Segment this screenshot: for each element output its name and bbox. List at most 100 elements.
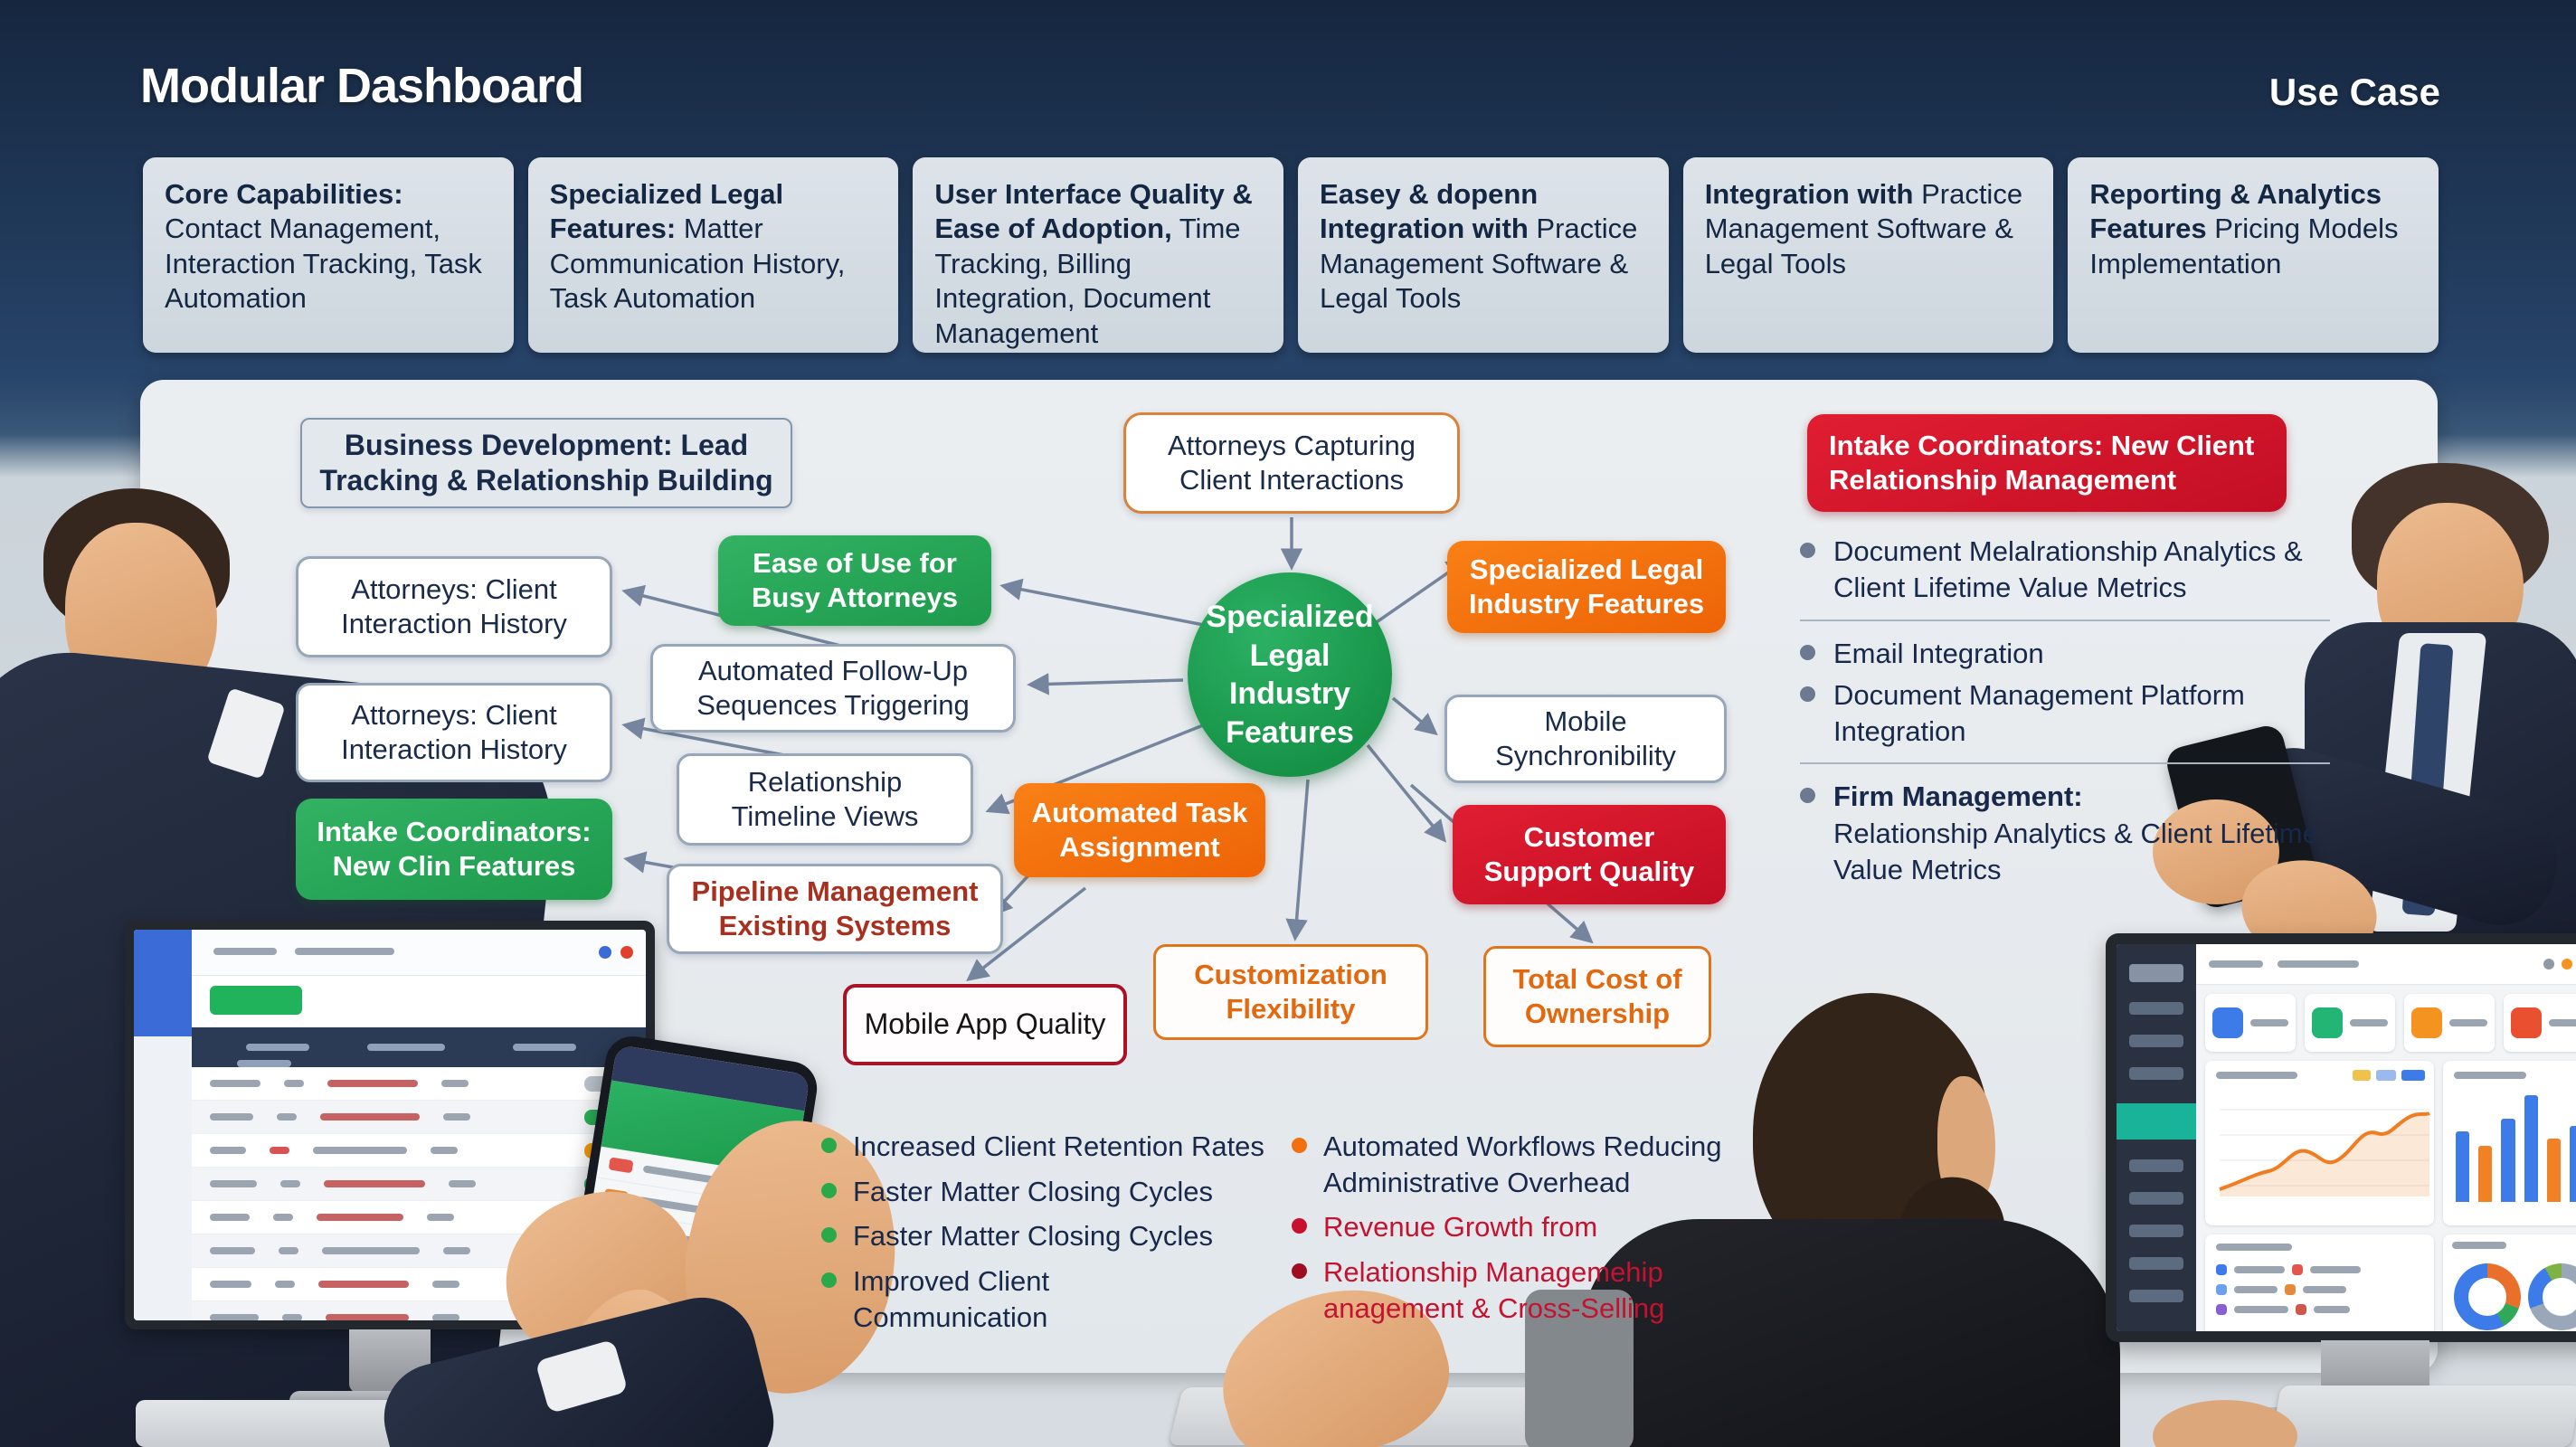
benefit-text: Revenue Growth from <box>1323 1211 1598 1244</box>
right-bullet-list: Document Melalrationship Analytics & Cli… <box>1800 534 2352 901</box>
node-attorneys-history-2[interactable]: Attorneys: Client Interaction History <box>296 683 612 782</box>
benefit-text: Increased Client Retention Rates <box>853 1130 1264 1162</box>
benefit-text: Automated Workflows Reducing Administrat… <box>1323 1130 1722 1198</box>
list-item-text: Document Management Platform Integration <box>1833 678 2245 748</box>
benefit-item: Improved Client Communication <box>821 1263 1147 1335</box>
benefit-item: Relationship Managemehip anagement & Cro… <box>1292 1254 1753 1326</box>
kpi-icon-blue <box>2212 1007 2243 1038</box>
bullet-icon <box>821 1272 837 1289</box>
node-intake-coordinators-green[interactable]: Intake Coordinators: New Clin Features <box>296 799 612 900</box>
node-customer-support[interactable]: Customer Support Quality <box>1453 805 1726 904</box>
bullet-icon <box>821 1227 837 1244</box>
feature-box-body: Pricing Models Implementation <box>2089 213 2399 279</box>
node-pipeline-management[interactable]: Pipeline Management Existing Systems <box>667 864 1003 954</box>
list-item-bold: Firm Management: <box>1833 780 2083 813</box>
kpi-icon-red <box>2511 1007 2542 1038</box>
bullet-icon <box>1292 1138 1307 1153</box>
benefit-item: Faster Matter Closing Cycles <box>821 1218 1301 1254</box>
feature-box-ui-quality: User Interface Quality & Ease of Adoptio… <box>913 157 1284 353</box>
kpi-icon-green <box>2312 1007 2343 1038</box>
node-intake-coordinators-red[interactable]: Intake Coordinators: New Client Relation… <box>1807 414 2287 512</box>
left-keyboard <box>136 1400 425 1447</box>
node-attorneys-history-1[interactable]: Attorneys: Client Interaction History <box>296 556 612 657</box>
left-screen-table-header <box>192 1027 646 1067</box>
dashboard-topbar <box>2196 944 2576 985</box>
left-monitor <box>125 921 655 1329</box>
benefits-list-left: Increased Client Retention Rates Faster … <box>821 1129 1301 1344</box>
feature-box-title: User Interface Quality & Ease of Adoptio… <box>934 178 1253 245</box>
benefit-item: Automated Workflows Reducing Administrat… <box>1292 1129 1753 1200</box>
node-automated-task[interactable]: Automated Task Assignment <box>1014 783 1265 877</box>
benefit-item: Faster Matter Closing Cycles <box>821 1174 1301 1210</box>
list-divider <box>1800 762 2330 765</box>
list-item-text: Email Integration <box>1833 637 2044 669</box>
feature-box-body: Contact Management, Interaction Tracking… <box>165 213 482 315</box>
feature-box-integration-practice: Integration with Practice Management Sof… <box>1682 157 2054 353</box>
feature-box-easy-integration: Easey & dopenn Integration with Practice… <box>1298 157 1669 353</box>
bullet-icon <box>1800 686 1815 702</box>
left-screen-sidebar <box>134 930 192 1320</box>
left-screen-green-button <box>210 986 302 1015</box>
feature-box-title: Easey & dopenn Integration with <box>1320 178 1539 245</box>
benefit-text: Relationship Managemehip anagement & Cro… <box>1323 1256 1665 1324</box>
node-attorneys-capturing[interactable]: Attorneys Capturing Client Interactions <box>1123 412 1460 514</box>
area-chart <box>2219 1109 2430 1196</box>
right-monitor <box>2106 933 2576 1342</box>
node-center-circle[interactable]: Specialized Legal Industry Features <box>1188 572 1392 777</box>
feature-box-title: Specialized Legal Features: <box>549 178 784 245</box>
node-business-development[interactable]: Business Development: Lead Tracking & Re… <box>300 418 792 508</box>
benefit-text: Improved Client Communication <box>853 1265 1050 1333</box>
dashboard-chart-row <box>2196 1061 2576 1225</box>
feature-box-body: Matter Communication History, Task Autom… <box>549 213 846 315</box>
bar-chart <box>2456 1093 2576 1202</box>
corner-label: Use Case <box>2268 71 2440 113</box>
list-item: Firm Management: Relationship Analytics &… <box>1800 779 2352 888</box>
list-item-rest: Relationship Analytics & Client Lifetime… <box>1833 817 2318 886</box>
feature-box-core-capabilities: Core Capabilities: Contact Management, I… <box>143 157 514 353</box>
list-item-text: Firm Management: Relationship Analytics &… <box>1833 779 2352 888</box>
list-item: Document Management Platform Integration <box>1800 677 2352 751</box>
benefit-item: Revenue Growth from <box>1292 1209 1753 1245</box>
feature-box-body: Practice Management Software & Legal Too… <box>1704 178 2023 279</box>
list-item: Email Integration <box>1800 636 2352 672</box>
feature-box-reporting-analytics: Reporting & Analytics Features Pricing M… <box>2068 157 2439 353</box>
right-keyboard <box>2270 1386 2576 1447</box>
node-mobile-sync[interactable]: Mobile Synchronibility <box>1444 695 1727 783</box>
list-item: Document Melalrationship Analytics & Cli… <box>1800 534 2352 607</box>
dashboard-sidebar <box>2117 944 2196 1331</box>
benefit-item: Increased Client Retention Rates <box>821 1129 1301 1165</box>
donut-chart-2 <box>2528 1263 2576 1330</box>
area-chart-card <box>2205 1061 2435 1225</box>
right-monitor-screen <box>2117 944 2576 1331</box>
bullet-icon <box>821 1182 837 1198</box>
node-specialized-features[interactable]: Specialized Legal Industry Features <box>1447 541 1726 633</box>
node-ease-of-use[interactable]: Ease of Use for Busy Attorneys <box>718 535 991 626</box>
bullet-icon <box>1800 644 1815 660</box>
feature-box-title: Integration with <box>1704 178 1914 210</box>
dashboard-sidebar-active <box>2117 1103 2196 1140</box>
node-total-cost[interactable]: Total Cost of Ownership <box>1483 946 1711 1047</box>
legend-card <box>2205 1234 2435 1331</box>
kpi-icon-orange <box>2411 1007 2442 1038</box>
node-relationship-timeline[interactable]: Relationship Timeline Views <box>677 753 973 846</box>
feature-box-row: Core Capabilities: Contact Management, I… <box>143 157 2439 353</box>
bar-chart-card <box>2443 1061 2576 1225</box>
donut-chart-1 <box>2454 1263 2522 1330</box>
bullet-icon <box>1800 788 1815 804</box>
list-divider <box>1800 619 2330 621</box>
benefit-text: Faster Matter Closing Cycles <box>853 1175 1213 1207</box>
dashboard-main <box>2196 944 2576 1331</box>
benefit-text: Faster Matter Closing Cycles <box>853 1220 1213 1253</box>
node-automated-followup[interactable]: Automated Follow-Up Sequences Triggering <box>650 644 1016 733</box>
list-item-text: Document Melalrationship Analytics & Cli… <box>1833 535 2303 604</box>
benefits-list-right: Automated Workflows Reducing Administrat… <box>1292 1129 1753 1335</box>
feature-box-title: Core Capabilities: <box>165 178 403 210</box>
node-customization-flexibility[interactable]: Customization Flexibility <box>1153 944 1428 1040</box>
bullet-icon <box>1292 1263 1307 1280</box>
feature-box-title: Reporting & Analytics Features <box>2089 178 2382 245</box>
node-mobile-app-quality[interactable]: Mobile App Quality <box>843 984 1127 1065</box>
woman-blazer <box>1581 1219 2120 1447</box>
chair-back <box>1525 1290 1634 1447</box>
donut-card <box>2443 1234 2576 1331</box>
